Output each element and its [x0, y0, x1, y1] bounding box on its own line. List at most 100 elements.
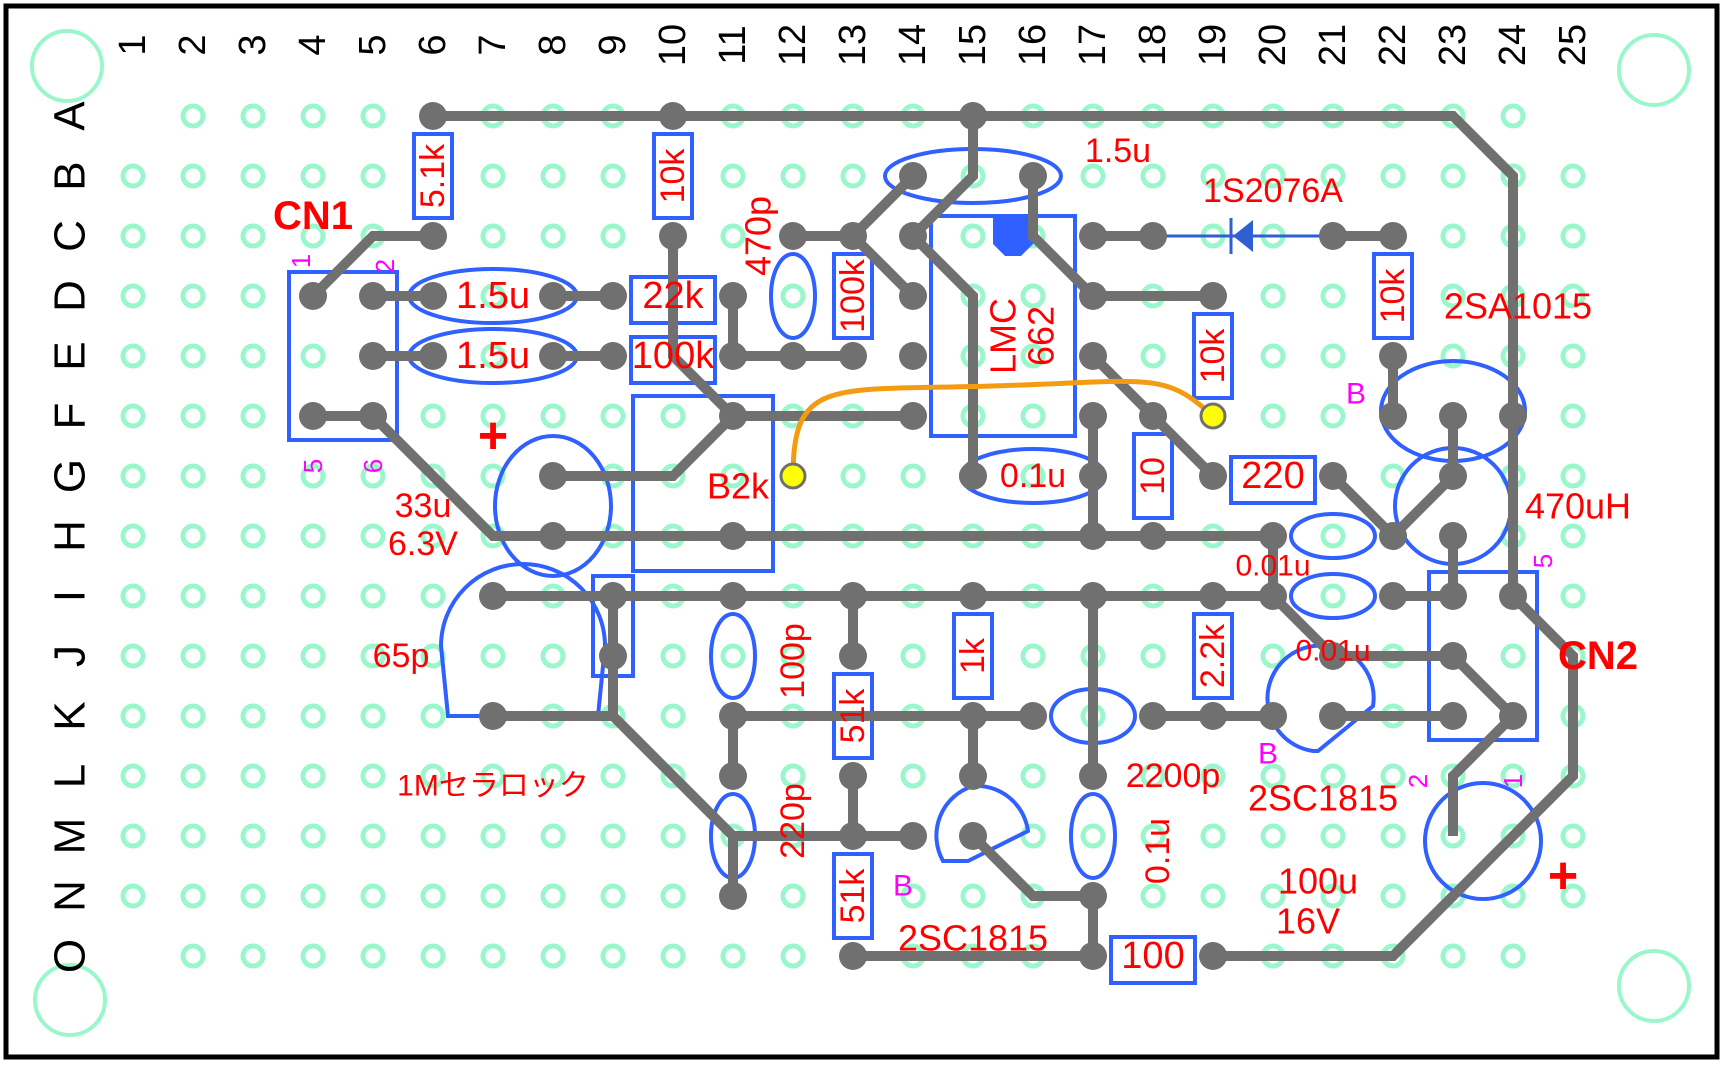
hole	[540, 163, 566, 189]
hole	[240, 463, 266, 489]
hole	[120, 823, 146, 849]
pad	[1079, 282, 1107, 310]
pad	[299, 402, 327, 430]
row-label: M	[46, 818, 95, 855]
column-label: 3	[232, 34, 274, 55]
pad	[959, 762, 987, 790]
hole	[1140, 823, 1166, 849]
transistor-q3-body	[934, 783, 1031, 863]
hole	[1140, 763, 1166, 789]
hole	[240, 283, 266, 309]
hole	[240, 343, 266, 369]
hole	[1260, 763, 1286, 789]
pad	[1139, 402, 1167, 430]
hole	[300, 223, 326, 249]
hole	[420, 403, 446, 429]
hole	[300, 763, 326, 789]
electrolytic-100u-body	[1423, 781, 1543, 901]
inductor-label: 470uH	[1525, 486, 1631, 527]
hole	[1500, 643, 1526, 669]
pad	[479, 702, 507, 730]
pad	[359, 282, 387, 310]
transistor-q1-label: 2SA1015	[1444, 286, 1592, 327]
trace	[309, 231, 433, 300]
pad	[899, 162, 927, 190]
hole	[1560, 343, 1586, 369]
trace	[1329, 416, 1458, 544]
pad	[1079, 882, 1107, 910]
hole	[240, 943, 266, 969]
capacitor-label: 0.1u	[1000, 457, 1066, 495]
hole	[1440, 223, 1466, 249]
pad	[899, 342, 927, 370]
capacitor-body	[1069, 792, 1117, 880]
hole	[180, 403, 206, 429]
hole	[600, 163, 626, 189]
transistor-q1-base-label: B	[1346, 378, 1366, 411]
pad	[1079, 522, 1107, 550]
hole	[780, 763, 806, 789]
pad	[1259, 702, 1287, 730]
hole	[480, 643, 506, 669]
hole	[900, 883, 926, 909]
hole	[1560, 283, 1586, 309]
pad	[1079, 462, 1107, 490]
column-label: 14	[892, 24, 934, 66]
hole	[600, 763, 626, 789]
hole	[180, 703, 206, 729]
resistor-body	[652, 132, 694, 220]
pads	[299, 102, 1527, 970]
pad	[839, 642, 867, 670]
hole	[480, 763, 506, 789]
hole	[780, 283, 806, 309]
resistor-label: 220	[1241, 455, 1304, 497]
resistor-body	[1192, 312, 1234, 400]
hole	[240, 103, 266, 129]
cn1-pin-label: 6	[358, 459, 388, 473]
hole	[900, 463, 926, 489]
pad	[1319, 702, 1347, 730]
capacitor-label: 2200p	[1126, 757, 1221, 795]
trace	[1028, 176, 1213, 301]
hole	[600, 823, 626, 849]
hole	[960, 883, 986, 909]
hole	[1500, 823, 1526, 849]
pad	[1319, 462, 1347, 490]
column-label: 8	[532, 34, 574, 55]
hole	[600, 223, 626, 249]
pad	[719, 342, 747, 370]
hole	[1500, 763, 1526, 789]
hole	[360, 103, 386, 129]
pad	[1199, 942, 1227, 970]
pad	[899, 822, 927, 850]
row-label: K	[46, 701, 95, 730]
column-label: 7	[472, 34, 514, 55]
trace	[493, 711, 913, 841]
hole	[1440, 343, 1466, 369]
hole	[420, 703, 446, 729]
hole	[300, 343, 326, 369]
resistor-body	[952, 612, 994, 700]
capacitor-label: 100p	[774, 623, 812, 699]
pad	[539, 342, 567, 370]
hole	[240, 763, 266, 789]
row-label: J	[46, 645, 95, 667]
transistor-q2-label: 2SC1815	[1248, 778, 1398, 819]
resistor-label: 1k	[954, 637, 992, 674]
hole	[360, 583, 386, 609]
pad	[599, 582, 627, 610]
row-label: O	[46, 939, 95, 973]
capacitor-label: 1.5u	[456, 335, 530, 377]
pad	[1079, 222, 1107, 250]
hole	[1380, 823, 1406, 849]
column-label: 22	[1372, 24, 1414, 66]
row-label: E	[46, 341, 95, 370]
hole	[180, 883, 206, 909]
resistor-label: 100k	[632, 335, 715, 377]
hole	[420, 883, 446, 909]
hole	[240, 883, 266, 909]
hole	[300, 703, 326, 729]
pad	[1199, 582, 1227, 610]
hole	[240, 703, 266, 729]
